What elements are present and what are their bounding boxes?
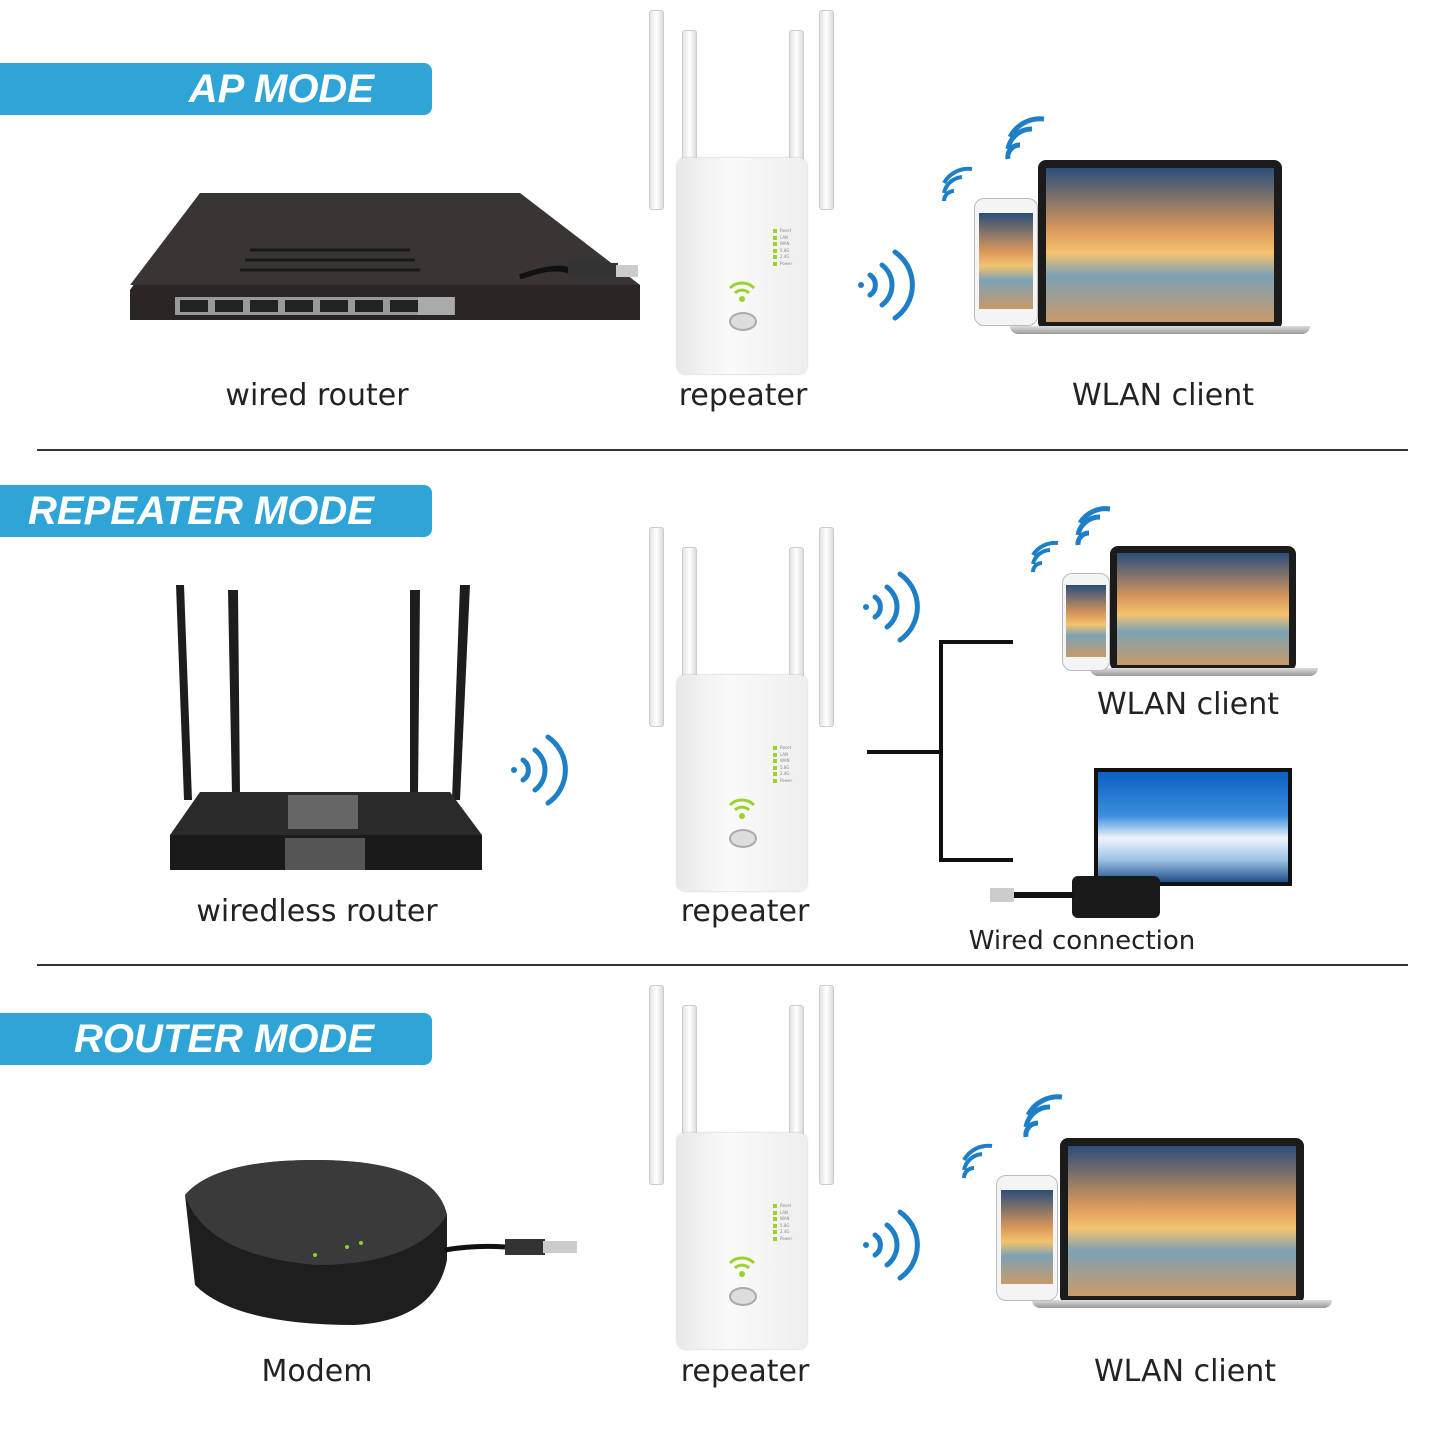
- section-divider: [37, 449, 1408, 451]
- repeater-label: repeater: [680, 1354, 810, 1389]
- wired-connection-label: Wired connection: [968, 926, 1196, 956]
- wifi-signal-icon: [1031, 540, 1059, 573]
- wifi-icon: [728, 281, 756, 302]
- signal-waves-icon: [863, 571, 920, 643]
- wireless-router-label: wiredless router: [196, 894, 438, 929]
- router-mode-banner: ROUTER MODE: [0, 1013, 432, 1065]
- wlan-client-label: WLAN client: [1097, 687, 1279, 722]
- wlan-client-label: WLAN client: [1094, 1354, 1276, 1389]
- repeater-label: repeater: [680, 894, 810, 929]
- modem-image: [185, 1160, 577, 1325]
- connection-lines: [867, 640, 1013, 862]
- wlan-client-label: WLAN client: [1072, 378, 1254, 413]
- wps-button: [729, 829, 757, 848]
- signal-waves-icon: [858, 249, 915, 321]
- wifi-signal-icon: [1023, 1094, 1063, 1138]
- wifi-signal-icon: [962, 1143, 993, 1179]
- signal-waves-icon: [863, 1209, 920, 1281]
- repeater-mode-banner: REPEATER MODE: [0, 485, 432, 537]
- section-divider: [37, 964, 1408, 966]
- repeater-label: repeater: [678, 378, 808, 413]
- wifi-icon: [728, 1256, 756, 1277]
- wps-button: [729, 1287, 757, 1306]
- wps-button: [729, 312, 757, 331]
- wifi-icon: [728, 798, 756, 819]
- wifi-signal-icon: [1075, 506, 1111, 546]
- modem-label: Modem: [261, 1354, 373, 1389]
- wired-router-image: [130, 193, 640, 320]
- wireless-router-image: [170, 585, 482, 870]
- wifi-signal-icon: [1005, 116, 1045, 160]
- signal-waves-icon: [511, 734, 568, 806]
- wired-router-label: wired router: [225, 378, 409, 413]
- ap-mode-banner: AP MODE: [0, 63, 432, 115]
- wifi-signal-icon: [942, 166, 973, 202]
